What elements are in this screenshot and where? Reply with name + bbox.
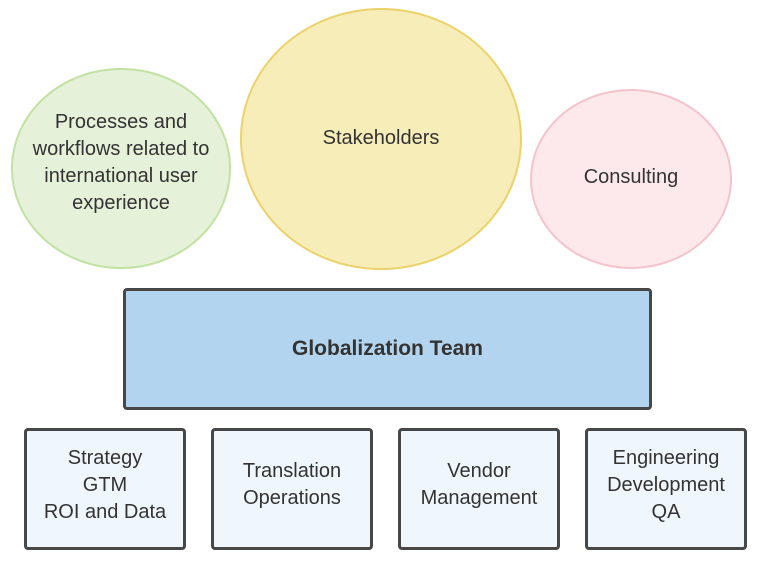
translation-box: Translation Operations	[211, 428, 373, 550]
box-line: Vendor	[447, 460, 511, 482]
vendor-text: Vendor Management	[421, 458, 538, 512]
strategy-box: Strategy GTM ROI and Data	[24, 428, 186, 550]
box-line: Operations	[243, 487, 341, 509]
box-line: Translation	[242, 460, 342, 482]
consulting-label: Consulting	[583, 166, 679, 188]
vendor-box: Vendor Management	[398, 428, 560, 550]
translation-text: Translation Operations	[243, 458, 341, 512]
globalization-team-box: Globalization Team	[123, 288, 652, 410]
engineering-box: Engineering Development QA	[585, 428, 747, 550]
globalization-team-label: Globalization Team	[292, 337, 483, 360]
processes-label: Processes and workflows related to inter…	[26, 109, 216, 217]
box-line: Engineering	[612, 446, 720, 469]
box-line: ROI and Data	[43, 500, 167, 523]
box-line: Management	[420, 487, 538, 509]
box-line: Strategy	[67, 446, 143, 469]
box-line: GTM	[82, 473, 128, 496]
stakeholders-label: Stakeholders	[322, 127, 440, 149]
box-line: QA	[651, 500, 681, 523]
box-line: Development	[607, 473, 725, 496]
engineering-text: Engineering Development QA	[607, 445, 725, 526]
stakeholders-circle: Stakeholders	[240, 8, 522, 270]
processes-text: Processes and workflows related to inter…	[32, 110, 210, 214]
processes-circle: Processes and workflows related to inter…	[11, 68, 231, 269]
consulting-circle: Consulting	[530, 89, 732, 269]
strategy-text: Strategy GTM ROI and Data	[44, 445, 166, 526]
